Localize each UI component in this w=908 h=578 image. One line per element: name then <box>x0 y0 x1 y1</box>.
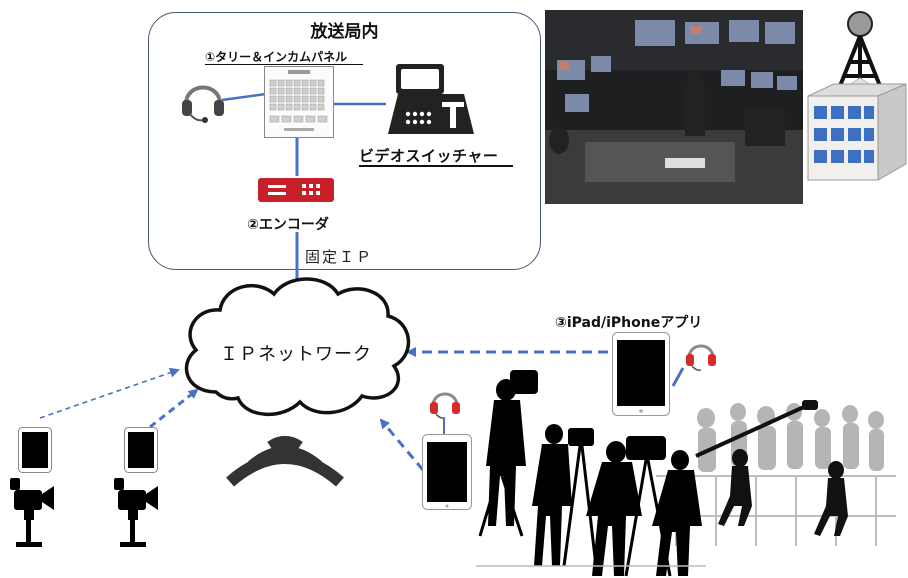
station-building-icon <box>807 83 907 181</box>
encoder-label: ②エンコーダ <box>247 217 329 233</box>
headset-icon <box>182 85 224 123</box>
ipad-app-label: ③iPad/iPhoneアプリ <box>555 315 703 331</box>
tablet-headset-link <box>671 367 685 387</box>
camera-on-tripod-icon <box>10 478 54 547</box>
station-title: 放送局内 <box>310 22 379 42</box>
ip-network-label: ＩＰネットワーク <box>220 344 372 365</box>
tablet-headset-link <box>443 418 445 434</box>
tablet-icon <box>612 332 670 416</box>
video-switcher-icon <box>388 64 474 134</box>
ip-network-cloud <box>184 277 411 416</box>
encoder-icon <box>258 178 334 202</box>
intercom-panel-icon <box>264 66 334 138</box>
broadcast-station-box: 放送局内 <box>148 12 541 270</box>
tally-intercom-panel-label: ①タリー＆インカムパネル <box>205 50 348 64</box>
headset-icon <box>430 392 460 419</box>
video-switcher-label: ビデオスイッチャー <box>359 147 499 165</box>
camera-crew-silhouette <box>476 370 896 577</box>
fixed-ip-label: 固定ＩＰ <box>305 248 374 266</box>
tablet-icon <box>124 427 158 473</box>
tablet-icon <box>18 427 52 473</box>
tablet-icon <box>422 434 472 510</box>
wireless-signal-icon <box>226 436 344 487</box>
tally-label-underline <box>205 64 363 65</box>
switcher-label-underline <box>359 165 513 167</box>
camera-on-tripod-icon <box>114 478 158 547</box>
control-room-photo <box>545 10 803 204</box>
headset-icon <box>686 344 716 371</box>
